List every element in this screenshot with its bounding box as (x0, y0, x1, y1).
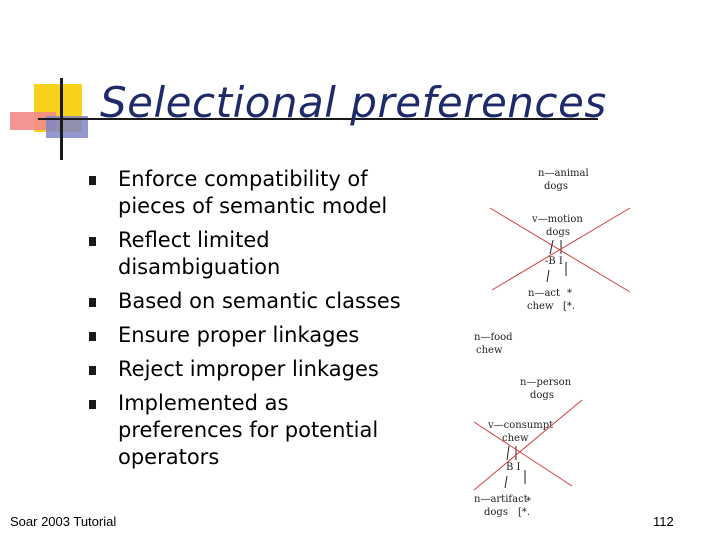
node-word: dogs (544, 181, 568, 192)
node-label: n—person (520, 377, 572, 388)
tree-edge (546, 269, 550, 283)
bullet-square-icon (89, 332, 96, 341)
tree-edge (506, 445, 510, 461)
node-word: dogs (484, 507, 508, 518)
bullet-item: Enforce compatibility of pieces of seman… (86, 166, 416, 220)
node-label: n—animal (538, 168, 589, 179)
cross-out-line (473, 399, 583, 491)
logo-red-bar (10, 112, 56, 130)
bullet-text: Implemented as preferences for potential… (118, 391, 379, 469)
bullet-text: Reflect limited disambiguation (118, 228, 281, 279)
tree-edge (504, 475, 508, 489)
bullet-text: Reject improper linkages (118, 357, 379, 381)
cross-out-line (491, 207, 631, 291)
star-mark: * (567, 288, 572, 299)
footer-title: Soar 2003 Tutorial (10, 514, 117, 529)
cross-out-line (473, 421, 573, 487)
star-mark: [*. (518, 507, 530, 518)
star-mark: [*. (563, 301, 575, 312)
bullet-item: Implemented as preferences for potential… (86, 390, 416, 471)
bullet-item: Based on semantic classes (86, 288, 416, 315)
node-word: chew (476, 345, 503, 356)
node-label: n—artifact (474, 494, 528, 505)
bullet-text: Enforce compatibility of pieces of seman… (118, 167, 388, 218)
bullet-item: Reject improper linkages (86, 356, 416, 383)
bullet-item: Ensure proper linkages (86, 322, 416, 349)
star-mark: * (526, 496, 531, 507)
bullet-square-icon (89, 366, 96, 375)
slide-title: Selectional preferences (100, 78, 607, 127)
node-word: dogs (546, 227, 570, 238)
link-marks: B I (506, 462, 521, 473)
node-word: chew (502, 433, 529, 444)
bullet-list: Enforce compatibility of pieces of seman… (86, 166, 416, 478)
page-number: 112 (653, 514, 674, 529)
title-underline-rule (38, 118, 598, 120)
node-label: n—food (474, 332, 513, 343)
bullet-text: Ensure proper linkages (118, 323, 360, 347)
node-word: dogs (530, 390, 554, 401)
tree-edge (549, 239, 554, 255)
node-label: v—consumpt (487, 420, 553, 431)
bullet-square-icon (89, 400, 96, 409)
logo-blue-bar (46, 116, 88, 138)
bullet-text: Based on semantic classes (118, 289, 401, 313)
node-word: chew (527, 301, 554, 312)
bullet-item: Reflect limited disambiguation (86, 227, 416, 281)
link-marks: -B I (545, 256, 563, 267)
bullet-square-icon (89, 237, 96, 246)
bullet-square-icon (89, 176, 96, 185)
node-label: n—act (528, 288, 560, 299)
node-label: v—motion (531, 214, 583, 225)
bullet-square-icon (89, 298, 96, 307)
